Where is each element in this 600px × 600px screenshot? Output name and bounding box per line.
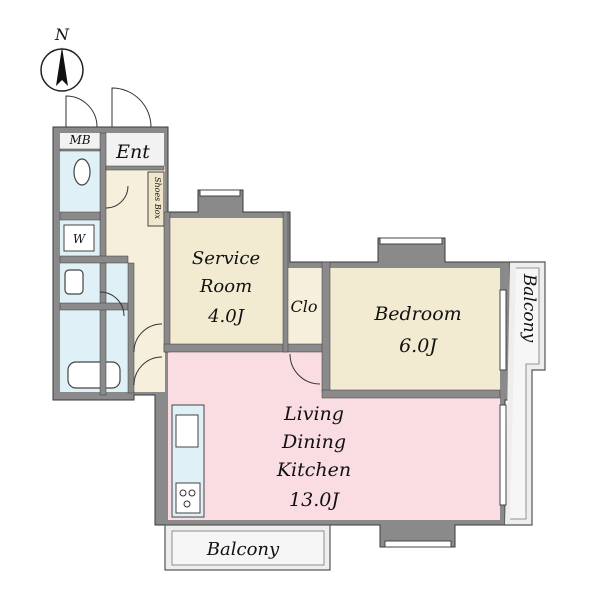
- bedroom-label: Bedroom: [373, 303, 461, 325]
- shoes-box: [147, 171, 165, 227]
- entrance-label: Ent: [115, 141, 150, 163]
- door-swings: [65, 87, 321, 386]
- balcony-bottom-inner: [171, 530, 325, 566]
- ldk-label-line3: Kitchen: [276, 459, 351, 481]
- shoes-box-label: Shoes Box: [153, 177, 162, 220]
- interior-walls: [59, 132, 501, 399]
- mb-label: MB: [68, 133, 90, 147]
- sink-icon: [175, 414, 199, 448]
- stove-icon: [175, 482, 201, 514]
- windows: [199, 189, 507, 548]
- balcony-right-label: Balcony: [519, 273, 539, 343]
- mb-floor: [60, 133, 100, 149]
- compass: N: [40, 25, 84, 92]
- service-room-size: 4.0J: [207, 306, 246, 327]
- washbasin-icon: [64, 269, 84, 295]
- service-room-label-line2: Room: [199, 276, 252, 297]
- north-arrow-icon: [56, 47, 68, 86]
- ldk-label-line1: Living: [283, 403, 344, 425]
- compass-label: N: [54, 25, 70, 44]
- ldk-label-line2: Dining: [281, 431, 346, 453]
- service-room-label-line1: Service: [192, 248, 260, 269]
- closet-floor: [288, 268, 322, 344]
- balcony-right-inner: [510, 267, 540, 520]
- toilet-icon: [73, 158, 91, 186]
- bedroom-size: 6.0J: [399, 335, 438, 357]
- washer-box: [63, 224, 95, 252]
- service-room-floor: [170, 218, 283, 344]
- entrance-floor: [106, 133, 164, 167]
- bathtub-icon: [67, 361, 121, 389]
- ldk-size: 13.0J: [289, 489, 340, 511]
- balcony-bottom-label: Balcony: [206, 539, 280, 560]
- bedroom-floor: [330, 268, 500, 390]
- burner-icon: [179, 489, 187, 497]
- burner-icon: [188, 489, 196, 497]
- burner-icon: [183, 500, 191, 508]
- closet-label: Clo: [291, 297, 318, 316]
- washer-label: W: [73, 232, 87, 246]
